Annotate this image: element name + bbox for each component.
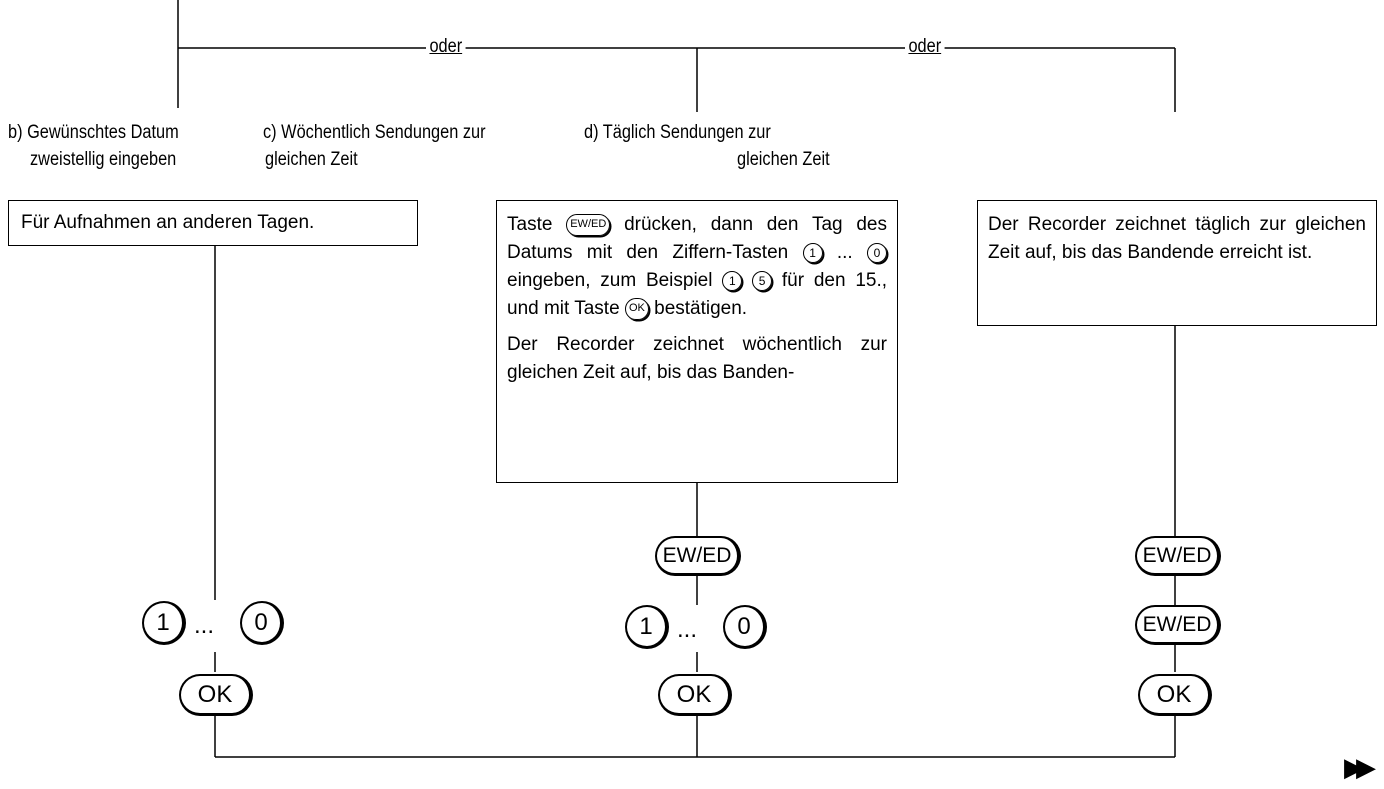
oder-label-1: oder — [426, 36, 466, 58]
option-c-line2: gleichen Zeit — [265, 149, 358, 170]
info-box-b: Für Aufnahmen an anderen Tagen. — [8, 200, 418, 246]
option-b-line2: zweistellig eingeben — [30, 149, 177, 170]
digit-key-icon: 1 — [802, 242, 823, 263]
ewed-key-icon: EW/ED — [566, 213, 611, 236]
ok-key-icon: OK — [624, 297, 649, 320]
info-box-d: Der Recorder zeichnet täglich zur gleich… — [977, 200, 1377, 326]
option-c-line1: c) Wöchentlich Sendungen zur — [263, 122, 486, 143]
ewed-key: EW/ED — [655, 536, 741, 576]
info-box-c-instructions: Taste EW/ED drücken, dann den Tag des Da… — [507, 213, 888, 320]
double-arrow-right-icon: ▶▶ — [1344, 752, 1376, 782]
option-d-line2: gleichen Zeit — [737, 149, 830, 170]
ewed-key: EW/ED — [1135, 536, 1221, 576]
digit-key-icon: 0 — [867, 242, 888, 263]
digit-0-key: 0 — [240, 601, 284, 645]
ellipsis: ... — [194, 612, 215, 639]
ewed-key: EW/ED — [1135, 605, 1221, 645]
digit-1-key: 1 — [142, 601, 186, 645]
ok-key: OK — [179, 674, 253, 716]
info-box-d-text: Der Recorder zeichnet täglich zur gleich… — [988, 214, 1366, 263]
ellipsis: ... — [677, 616, 698, 643]
digit-key-icon: 1 — [722, 270, 743, 291]
info-box-c: Taste EW/ED drücken, dann den Tag des Da… — [496, 200, 898, 483]
ok-key: OK — [658, 674, 732, 716]
ok-key: OK — [1138, 674, 1212, 716]
digit-1-key: 1 — [625, 605, 669, 649]
oder-label-2: oder — [905, 36, 945, 58]
option-d-line1: d) Täglich Sendungen zur — [584, 122, 771, 143]
info-box-c-note: Der Recorder zeichnet wöchentlich zur gl… — [507, 334, 887, 383]
digit-key-icon: 5 — [752, 270, 773, 291]
option-b-line1: b) Gewünschtes Datum — [8, 122, 179, 143]
info-box-b-text: Für Aufnahmen an anderen Tagen. — [21, 212, 315, 233]
digit-0-key: 0 — [723, 605, 767, 649]
